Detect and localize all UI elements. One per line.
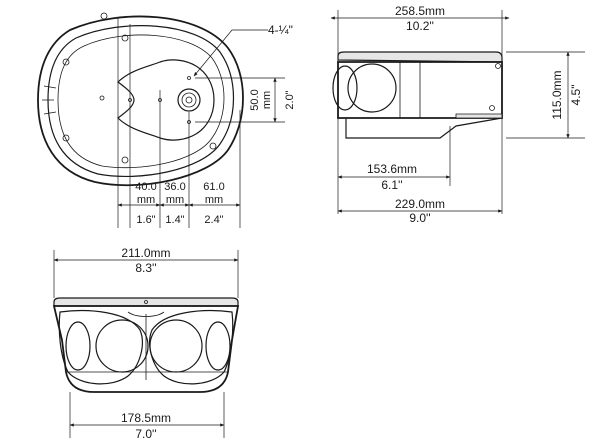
front-view-lens-side (65, 321, 91, 371)
front-view-left-housing (58, 310, 143, 385)
front-view-body (52, 305, 240, 393)
front-view-cap-mark (144, 300, 148, 304)
screw-icon (489, 105, 495, 111)
front-view-right-housing (149, 310, 234, 385)
screw-icon (100, 12, 108, 20)
screw-leader (193, 29, 268, 77)
spacing-2-in: 1.4" (165, 214, 184, 226)
front-top-mm: 211.0mm (121, 246, 170, 260)
side-base-in: 6.1'' (381, 178, 402, 192)
screw-icon (121, 156, 129, 164)
spacing-1-unit: mm (137, 194, 155, 206)
side-height-mm: 115.0mm (550, 70, 564, 119)
mount-hole (187, 76, 191, 80)
side-view-base-lip (455, 113, 503, 119)
spacing-2-mm: 36.0 (164, 181, 185, 193)
front-view-ridge (127, 311, 165, 317)
height-in-label: 2.0" (284, 90, 296, 109)
side-width-mm: 258.5mm (395, 4, 445, 18)
spacing-3-mm: 61.0 (203, 181, 224, 193)
side-body-in: 9.0'' (409, 211, 430, 225)
center-mount-knob-core (185, 96, 193, 104)
spacing-3-unit: mm (205, 194, 223, 206)
front-bottom-mm: 178.5mm (121, 411, 171, 425)
height-mm-unit-label: mm (261, 91, 273, 109)
side-view-lens-edge (332, 65, 358, 111)
top-view-outline (37, 15, 244, 187)
spacing-1-in: 1.6" (136, 214, 155, 226)
screw-icon (99, 95, 105, 101)
center-mount-knob (177, 88, 201, 112)
spacing-2-unit: mm (166, 194, 184, 206)
screw-icon (62, 58, 70, 66)
screw-label: 4-¼" (268, 23, 293, 37)
side-view-cap (337, 51, 503, 63)
screw-icon (121, 34, 129, 42)
center-mount-knob-inner (181, 92, 197, 108)
screw-icon (62, 134, 70, 142)
side-body-mm: 229.0mm (395, 197, 445, 211)
height-mm-label: 50.0 (249, 89, 261, 110)
housing-ribs (42, 85, 57, 115)
front-view (52, 250, 240, 438)
front-view-lens (149, 319, 203, 373)
top-view-inner-rim (47, 25, 234, 177)
screw-icon (495, 63, 501, 69)
spacing-1-mm: 40.0 (135, 181, 156, 193)
front-top-in: 8.3'' (135, 261, 156, 275)
side-height-in: 4.5" (569, 85, 583, 106)
screw-icon (209, 142, 217, 150)
front-view-lens-side (205, 321, 231, 371)
side-view-lens (347, 63, 397, 113)
side-view-base (345, 117, 503, 139)
side-width-in: 10.2'' (406, 19, 434, 33)
side-base-mm: 153.6mm (367, 162, 417, 176)
spacing-3-in: 2.4" (204, 214, 223, 226)
top-view-inner-rim-2 (57, 34, 225, 169)
mounting-plate-outline (117, 59, 215, 141)
top-view (37, 12, 285, 228)
side-view (330, 10, 585, 214)
side-view-seams (399, 62, 421, 118)
front-bottom-in: 7.0'' (135, 427, 156, 441)
front-view-cap (53, 297, 239, 307)
front-view-lens (95, 319, 149, 373)
